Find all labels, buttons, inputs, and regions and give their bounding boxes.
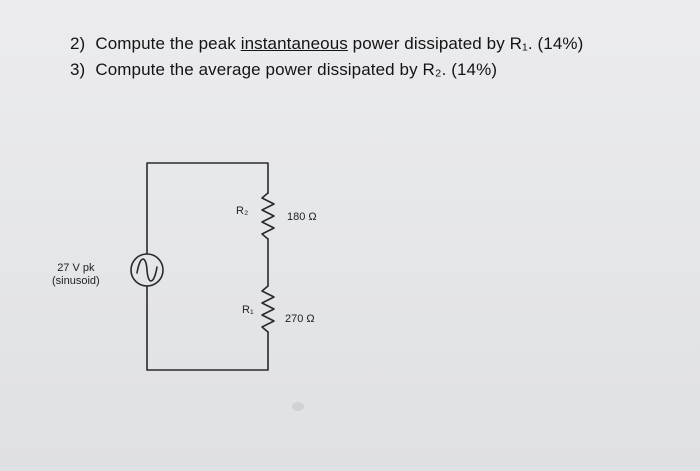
resistor-r2-value: 180 Ω	[287, 211, 317, 223]
question-3: 3) Compute the average power dissipated b…	[70, 60, 497, 80]
question-2-text-start: Compute the peak	[95, 34, 241, 53]
question-3-number: 3)	[70, 60, 86, 79]
question-2: 2) Compute the peak instantaneous power d…	[70, 34, 583, 54]
wire-bottom	[146, 285, 269, 371]
resistor-r1-symbol	[261, 285, 275, 333]
resistor-r1-value: 270 Ω	[285, 313, 315, 325]
paper-smudge	[292, 402, 304, 411]
resistor-r2-symbol	[261, 192, 275, 240]
question-3-text: Compute the average power dissipated by …	[95, 60, 498, 79]
question-2-text-end: power dissipated by R₁. (14%)	[347, 34, 584, 53]
ac-source-circle	[130, 253, 164, 287]
resistor-r2-label: R₂	[236, 205, 249, 217]
question-2-underlined-word: instantaneous	[240, 34, 348, 53]
source-voltage: 27 V pk	[57, 262, 95, 274]
question-2-number: 2)	[70, 34, 86, 53]
wire-top	[146, 162, 269, 254]
resistor-r1-label: R₁	[242, 304, 254, 316]
sine-wave-icon	[136, 258, 158, 282]
source-type: (sinusoid)	[52, 275, 100, 287]
source-label: 27 V pk (sinusoid)	[52, 262, 100, 288]
